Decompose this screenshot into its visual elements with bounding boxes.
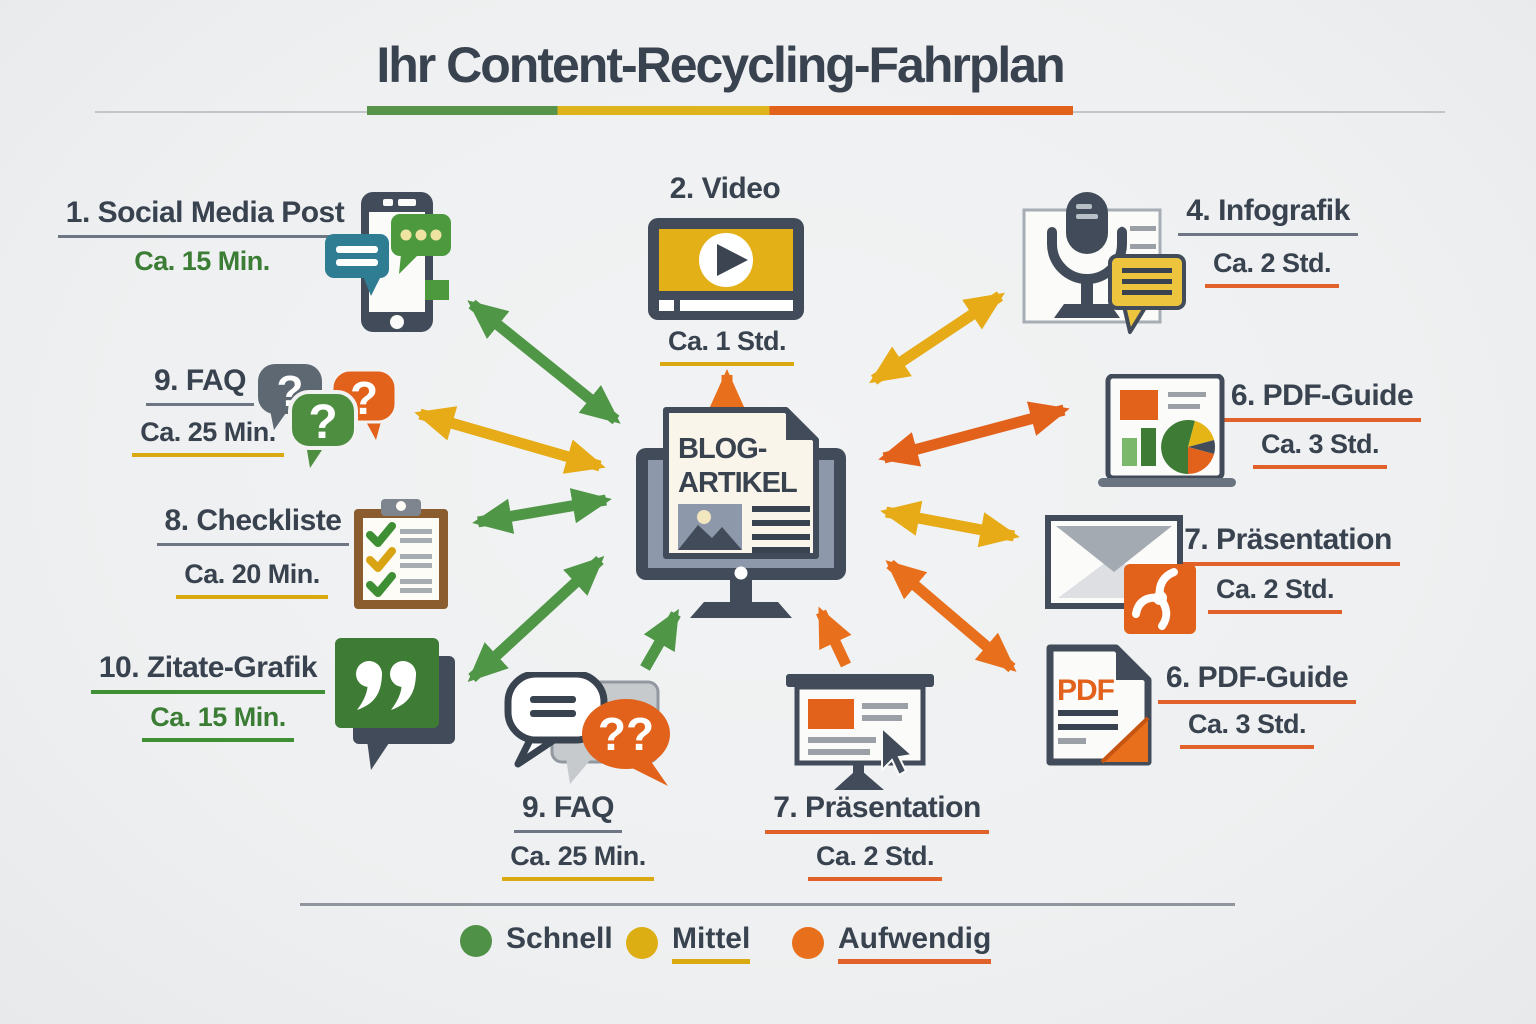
time-social-media-post: Ca. 15 Min. <box>134 246 270 276</box>
question-bubble-green-icon: ? <box>288 390 358 468</box>
smartphone-chat-icon <box>325 192 451 332</box>
legend-divider-line <box>300 903 1235 906</box>
svg-text:?: ? <box>308 396 337 449</box>
chat-bubble-teal-icon <box>325 234 389 296</box>
legend-label-mittel: Mittel <box>672 922 751 964</box>
label-infografik: 4. Infografik <box>1118 194 1418 236</box>
time-zitate-grafik: Ca. 15 Min. <box>78 702 358 742</box>
check-icon <box>366 522 396 547</box>
svg-text:PDF: PDF <box>1057 674 1115 707</box>
svg-text:BLOG-: BLOG- <box>678 433 767 465</box>
arrow-center-pdf-right <box>878 401 1070 467</box>
legend-dot-orange-icon <box>792 927 824 959</box>
page-title: Ihr Content-Recycling-Fahrplan <box>376 37 1065 93</box>
arrow-zitate-center <box>467 555 605 683</box>
legend-label-schnell: Schnell <box>506 922 613 955</box>
legend-dot-gold-icon <box>626 927 658 959</box>
blog-article-page: BLOG- ARTIKEL <box>663 407 819 559</box>
envelope-pdf-icon <box>1045 515 1196 634</box>
pie-chart-icon <box>1161 420 1216 474</box>
arrow-faq-bottom-center <box>640 608 681 671</box>
time-video: Ca. 1 Std. <box>627 326 827 366</box>
play-icon <box>717 244 748 276</box>
legend-item-aufwendig: Aufwendig <box>792 922 992 964</box>
time-faq-left: Ca. 25 Min. <box>68 417 348 457</box>
bar-chart-icon <box>1122 428 1156 466</box>
pdf-document-icon: PDF <box>1046 644 1152 766</box>
label-faq-bottom: 9. FAQ <box>448 791 688 833</box>
time-pdf-guide-bottom: Ca. 3 Std. <box>1117 709 1377 749</box>
legend-label-aufwendig: Aufwendig <box>838 922 992 964</box>
arrow-center-pdf-bottom <box>885 559 1017 673</box>
faq-bubbles-icon: ? ? ? <box>258 364 398 468</box>
legend-item-mittel: Mittel <box>626 922 751 964</box>
microphone-document-icon <box>1022 192 1186 334</box>
time-infografik: Ca. 2 Std. <box>1142 248 1402 288</box>
quotation-marks-icon <box>356 661 416 710</box>
question-bubble-orange-icon: ?? <box>582 699 670 786</box>
label-video: 2. Video <box>669 172 781 205</box>
time-praesentation-bottom: Ca. 2 Std. <box>745 841 1005 881</box>
arrow-social-center <box>467 299 621 425</box>
arrow-center-praesentation-right <box>880 500 1020 548</box>
arrow-praesentation-bottom-center <box>816 606 852 668</box>
time-praesentation-right: Ca. 2 Std. <box>1145 574 1405 614</box>
label-pdf-guide-right: 6. PDF-Guide <box>1172 379 1472 422</box>
chat-bubble-green-icon <box>391 214 451 274</box>
presentation-board-icon <box>786 674 934 790</box>
charts-laptop-icon <box>1098 374 1236 487</box>
faq-chat-bubbles-icon: ?? <box>504 672 670 786</box>
adobe-pdf-badge-icon <box>1124 564 1196 634</box>
time-faq-bottom: Ca. 25 Min. <box>438 841 718 881</box>
legend-dot-green-icon <box>460 924 492 957</box>
svg-text:ARTIKEL: ARTIKEL <box>678 467 797 499</box>
label-praesentation-bottom: 7. Präsentation <box>717 791 1037 834</box>
microphone-icon <box>1047 192 1127 318</box>
label-zitate-grafik: 10. Zitate-Grafik <box>38 651 378 694</box>
label-praesentation-right: 7. Präsentation <box>1128 523 1448 566</box>
arrow-checkliste-center <box>472 488 612 534</box>
title-tricolor-bar <box>367 106 1073 115</box>
blog-artikel-monitor-icon: BLOG- ARTIKEL <box>636 407 846 618</box>
label-pdf-guide-bottom: 6. PDF-Guide <box>1107 661 1407 704</box>
check-icon <box>366 572 396 597</box>
time-pdf-guide-right: Ca. 3 Std. <box>1190 429 1450 469</box>
video-player-icon <box>648 218 804 320</box>
label-checkliste: 8. Checkliste <box>103 504 403 546</box>
arrow-center-infografik <box>869 291 1005 385</box>
svg-text:??: ?? <box>598 708 654 760</box>
time-checkliste: Ca. 20 Min. <box>112 559 392 599</box>
check-icon <box>366 547 396 572</box>
speech-bubble-yellow-icon <box>1108 254 1186 334</box>
label-social-media-post: 1. Social Media Post <box>45 196 365 238</box>
quote-bubble-icon <box>335 638 455 770</box>
legend-item-schnell: Schnell <box>460 922 613 959</box>
arrow-faq-left-center <box>414 406 606 474</box>
cursor-icon <box>881 725 915 777</box>
label-faq-left: 9. FAQ <box>80 364 320 406</box>
clipboard-checklist-icon <box>354 499 448 609</box>
